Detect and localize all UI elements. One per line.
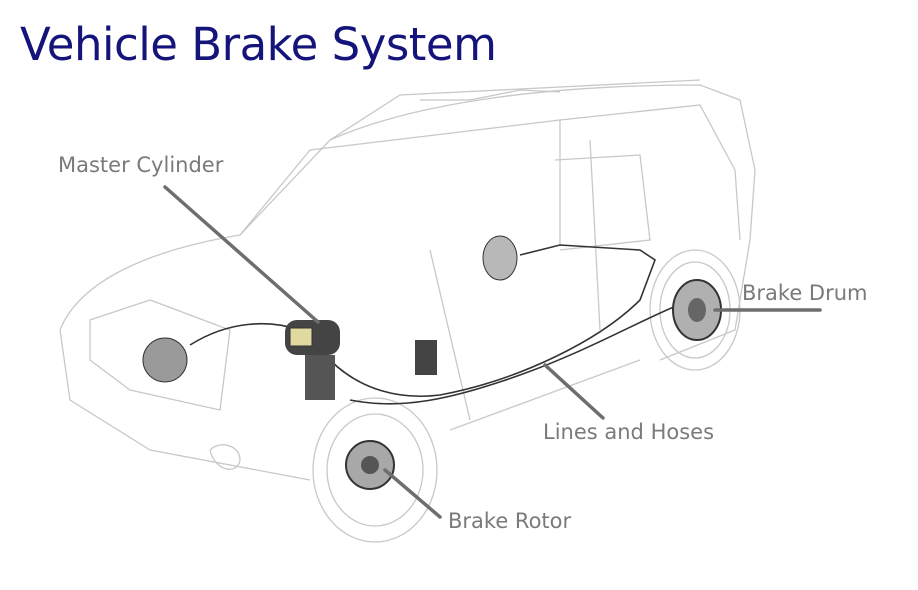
front-left-rotor bbox=[142, 337, 188, 383]
page-title: Vehicle Brake System bbox=[20, 18, 497, 71]
abs-module bbox=[415, 340, 437, 375]
drum-hub bbox=[688, 298, 706, 322]
leader-lines-and-hoses bbox=[543, 363, 605, 420]
label-lines-and-hoses: Lines and Hoses bbox=[543, 420, 715, 444]
rear-left-drum bbox=[482, 235, 518, 281]
leader-master-cylinder bbox=[163, 185, 320, 324]
leader-lines bbox=[163, 185, 822, 519]
label-master-cylinder: Master Cylinder bbox=[58, 153, 224, 177]
master-cylinder-reservoir bbox=[289, 327, 313, 347]
label-brake-rotor: Brake Rotor bbox=[448, 509, 572, 533]
pedal-assembly bbox=[305, 355, 335, 400]
brake-components bbox=[142, 235, 722, 490]
brake-lines bbox=[189, 244, 691, 405]
rotor-hub bbox=[361, 456, 379, 474]
label-brake-drum: Brake Drum bbox=[742, 281, 868, 305]
car-body-outline bbox=[59, 79, 756, 543]
leader-brake-rotor bbox=[383, 468, 442, 519]
